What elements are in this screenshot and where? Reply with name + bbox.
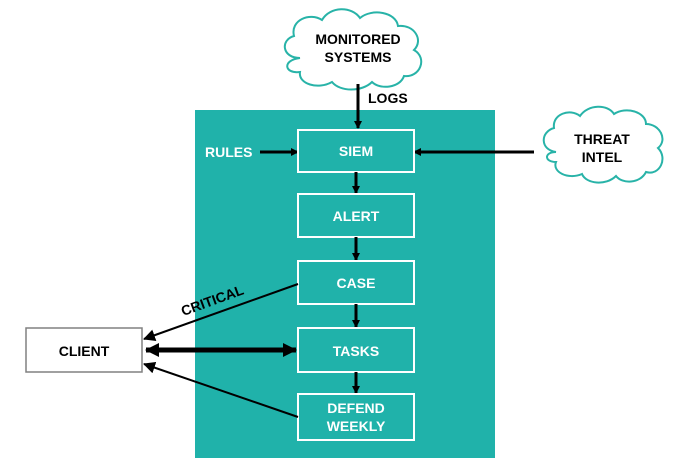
threat-label-line2: INTEL	[582, 149, 623, 165]
case-label: CASE	[337, 275, 376, 291]
threat-label-line1: THREAT	[574, 131, 630, 147]
case-box	[297, 260, 415, 305]
tasks-label: TASKS	[333, 343, 379, 359]
alert-label: ALERT	[333, 208, 380, 224]
siem-label: SIEM	[339, 143, 373, 159]
client-box	[25, 327, 143, 373]
client-label: CLIENT	[59, 343, 110, 359]
rules-label: RULES	[205, 144, 252, 160]
monitored-systems-cloud: MONITORED SYSTEMS	[284, 8, 423, 91]
monitored-label-line2: SYSTEMS	[325, 49, 392, 65]
monitored-label-line1: MONITORED	[315, 31, 400, 47]
alert-box	[297, 193, 415, 238]
defend-label-line1: DEFEND	[327, 400, 385, 416]
defend-to-client-arrow	[143, 361, 299, 418]
critical-arrow	[143, 283, 299, 341]
defend-label-line2: WEEKLY	[327, 418, 386, 434]
logs-label: LOGS	[368, 90, 408, 106]
threat-intel-cloud: THREAT INTEL	[542, 105, 664, 184]
